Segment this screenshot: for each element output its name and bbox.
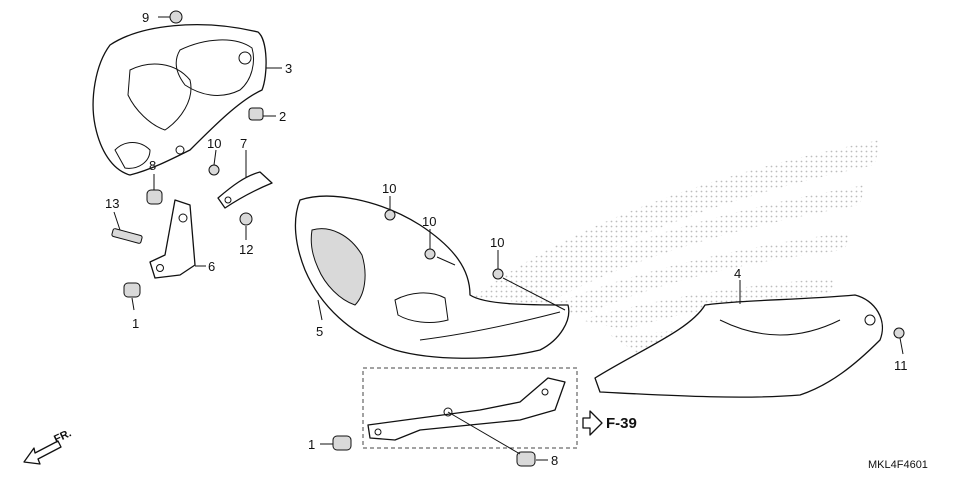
reference-arrow[interactable]: F-39	[582, 410, 637, 436]
callout-5: 5	[316, 324, 323, 339]
callout-1-lower: 1	[308, 437, 315, 452]
hardware-grommet-8b	[516, 451, 536, 467]
callout-8-lower: 8	[551, 453, 558, 468]
callout-10-cowl-left: 10	[382, 181, 396, 196]
hardware-bolt-13	[111, 228, 143, 244]
callout-12: 12	[239, 242, 253, 257]
callout-2: 2	[279, 109, 286, 124]
callout-8-upper: 8	[149, 158, 156, 173]
callout-4: 4	[734, 266, 741, 281]
hardware-nut-12	[239, 212, 253, 226]
callout-1-upper: 1	[132, 316, 139, 331]
hardware-grommet-1b	[332, 435, 352, 451]
leader-lines	[113, 16, 904, 461]
callout-labels: 9 3 2 10 7 8 13 12 6 1 10 10 10 5 4 11 1…	[105, 10, 908, 468]
reference-arrow-icon	[582, 410, 603, 436]
callout-10-cowl-right: 10	[490, 235, 504, 250]
hardware-screw-10d	[492, 268, 504, 280]
lower-side-cowl-part-4	[594, 294, 884, 398]
callout-7: 7	[240, 136, 247, 151]
callout-11: 11	[894, 358, 908, 373]
bracket-part-6	[149, 199, 196, 279]
reference-label[interactable]: F-39	[606, 415, 637, 432]
front-direction-indicator: FR.	[23, 427, 73, 465]
hardware-grommet-8a	[146, 189, 163, 205]
lower-bracket-assembly	[362, 367, 578, 449]
front-direction-label: FR.	[52, 427, 73, 445]
upper-inner-cowl-part-3	[92, 24, 267, 176]
callout-9: 9	[142, 10, 149, 25]
callout-3: 3	[285, 61, 292, 76]
callout-10-upper: 10	[207, 136, 221, 151]
hardware-grommet-1a	[123, 282, 141, 298]
front-under-cowl-part-5	[294, 195, 570, 359]
hardware-screw-11	[893, 327, 905, 339]
hardware-screw-10c	[424, 248, 436, 260]
front-arrow-icon	[23, 440, 62, 465]
hardware-screw-10a	[208, 164, 220, 176]
callout-6: 6	[208, 259, 215, 274]
hardware-screw-10b	[384, 209, 396, 221]
stay-part-7	[217, 171, 273, 209]
hardware-screw-9	[169, 10, 183, 24]
diagram-code: MKL4F4601	[868, 459, 928, 471]
callout-13: 13	[105, 196, 119, 211]
hardware-clip-2	[248, 107, 264, 121]
callout-10-cowl-center: 10	[422, 214, 436, 229]
